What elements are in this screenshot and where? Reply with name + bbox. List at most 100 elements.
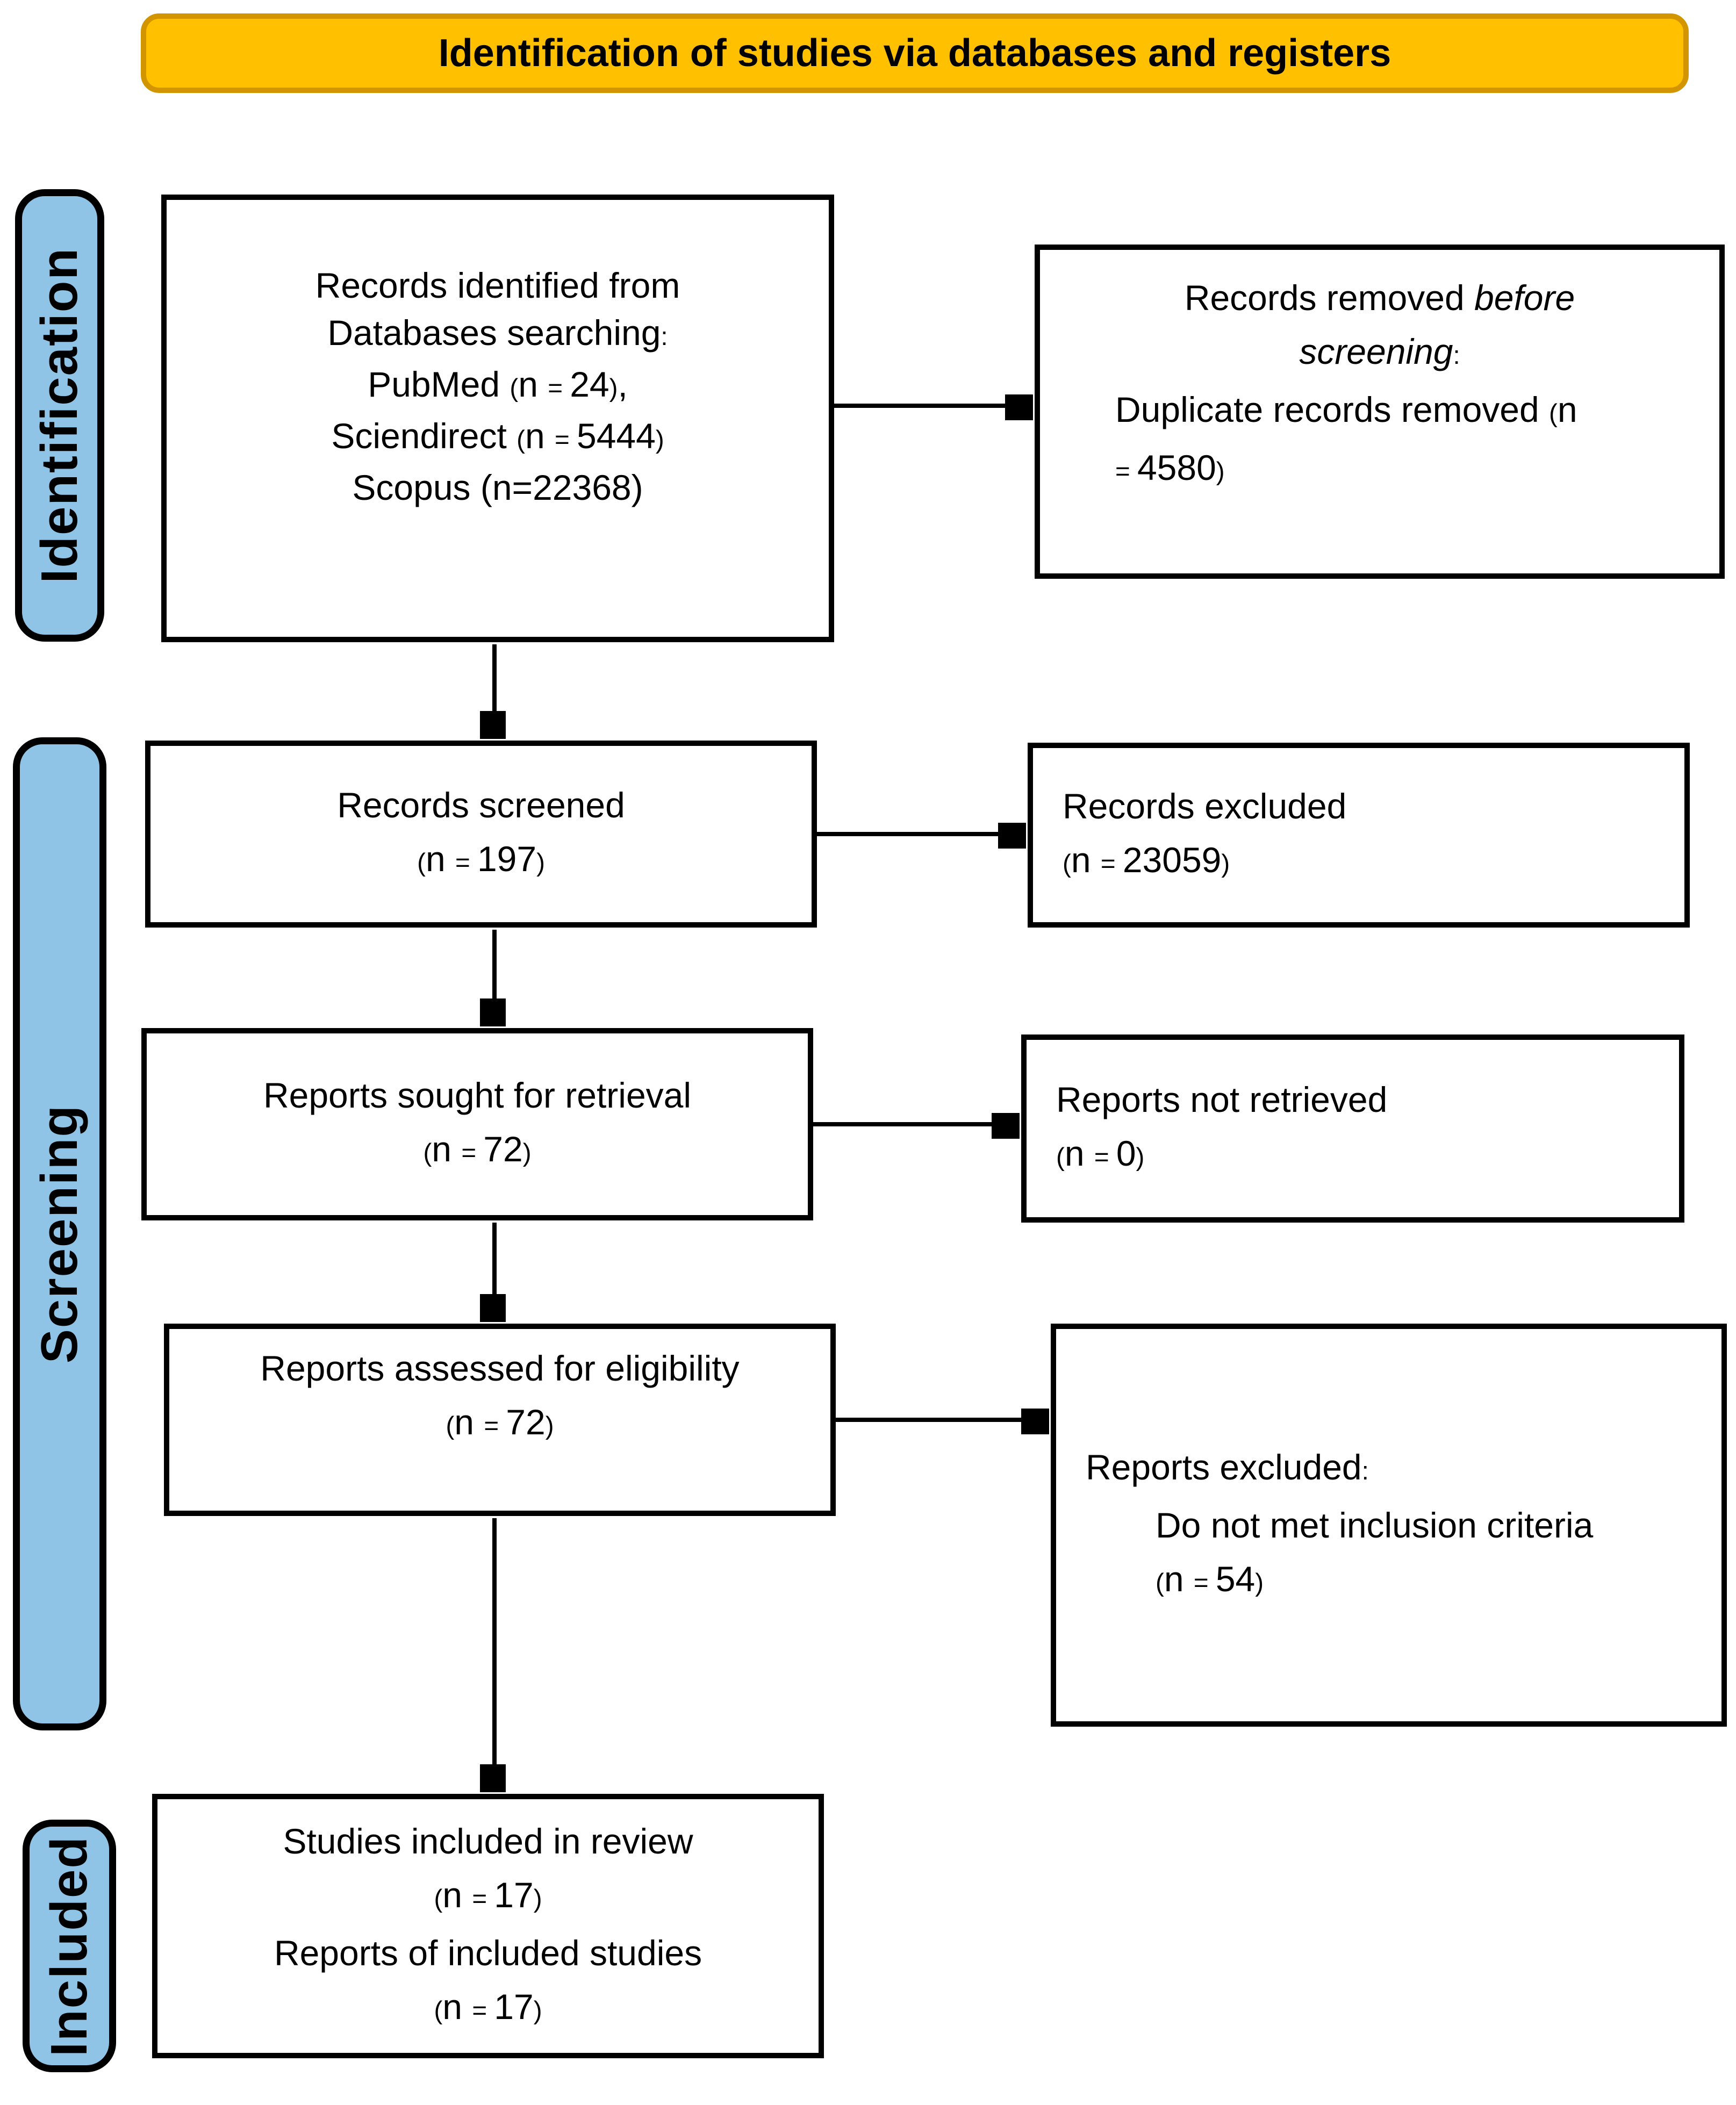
text-segment: n [1164, 1559, 1194, 1599]
text-segment: : [1361, 1457, 1369, 1485]
box-line: (n = 72) [169, 1395, 830, 1453]
text-segment: Records identified from [315, 265, 680, 305]
studies-included-in-review-box: Studies included in review (n = 17) Report… [152, 1794, 824, 2058]
box-line: Reports excluded: [1086, 1440, 1705, 1498]
text-segment: Scopus (n=22368) [352, 467, 643, 507]
sidebar-label: Screening [31, 1104, 88, 1364]
text-segment: Sciendirect [331, 415, 517, 456]
box-line: Scopus (n=22368) [167, 464, 829, 511]
title-banner: Identification of studies via databases … [141, 13, 1689, 93]
text-segment: Do not met inclusion criteria [1156, 1505, 1594, 1545]
title-text: Identification of studies via databases … [438, 32, 1391, 75]
text-segment: Records excluded [1063, 786, 1347, 826]
box-line: Records identified from [167, 262, 829, 309]
box-line: (n = 17) [157, 1980, 819, 2038]
box-line: Do not met inclusion criteria [1086, 1498, 1705, 1552]
box-line: (n = 17) [157, 1868, 819, 1926]
records-excluded-box: Records excluded (n = 23059) [1028, 743, 1690, 928]
reports-not-retrieved-box: Reports not retrieved(n = 0) [1021, 1034, 1684, 1223]
text-segment: screening [1299, 332, 1453, 371]
text-segment: = [1100, 850, 1123, 878]
text-segment: ( [423, 1139, 432, 1167]
text-segment: , [618, 364, 628, 404]
text-segment: = [548, 373, 570, 403]
text-segment: ( [1549, 399, 1558, 428]
text-segment: n [425, 839, 455, 879]
text-segment: ( [510, 373, 519, 403]
text-segment: 197 [477, 839, 537, 879]
text-segment: ( [517, 425, 525, 454]
box-line: Reports of included studies [157, 1926, 819, 1980]
text-segment: ( [434, 1885, 443, 1913]
box-line: Sciendirect (n = 5444) [167, 412, 829, 464]
text-segment: ) [1136, 1143, 1145, 1172]
text-segment: Reports not retrieved [1056, 1080, 1388, 1119]
text-segment: 0 [1116, 1133, 1136, 1173]
text-segment: n [525, 415, 555, 456]
text-segment: 17 [494, 1875, 534, 1915]
text-segment: Records removed [1184, 278, 1475, 318]
text-segment: 72 [483, 1129, 523, 1169]
text-segment: Reports excluded [1086, 1447, 1362, 1487]
text-segment: Databases searching [327, 312, 661, 353]
box-line: Reports assessed for eligibility [169, 1341, 830, 1395]
text-segment: 4580 [1137, 448, 1216, 487]
text-segment: Reports sought for retrieval [263, 1075, 692, 1115]
box-line: (n = 197) [150, 832, 812, 890]
text-segment: n [1064, 1133, 1094, 1173]
sidebar-stage-screening: Screening [13, 737, 106, 1730]
text-segment: ) [1216, 457, 1225, 486]
text-segment: n [518, 364, 548, 404]
text-segment: ( [446, 1412, 455, 1440]
text-segment: : [1453, 341, 1460, 370]
text-segment: 17 [494, 1987, 534, 2027]
text-segment: n [1071, 840, 1101, 880]
text-segment: ( [1056, 1143, 1065, 1172]
sidebar-stage-identification: Identification [15, 189, 104, 642]
box-line: Records screened [150, 778, 812, 832]
box-line: Databases searching: [167, 309, 829, 361]
text-segment: = [1193, 1569, 1216, 1597]
text-segment: Reports assessed for eligibility [260, 1348, 740, 1388]
box-line: (n = 72) [147, 1122, 808, 1180]
box-line: Records excluded [1063, 779, 1684, 833]
box-line: Reports sought for retrieval [147, 1068, 808, 1122]
text-segment: 5444 [577, 415, 656, 456]
sidebar-label: Identification [31, 247, 88, 584]
reports-assessed-for-eligibility-box: Reports assessed for eligibility (n = 72) [164, 1324, 836, 1516]
text-segment: ) [655, 425, 664, 454]
text-segment: n [432, 1129, 462, 1169]
text-segment: ) [533, 1996, 542, 2025]
sidebar-stage-included: Included [23, 1820, 116, 2072]
text-segment: Reports of included studies [274, 1933, 702, 1973]
text-segment: ) [533, 1885, 542, 1913]
text-segment: = [1115, 457, 1137, 486]
box-line: Records removed before [1115, 271, 1644, 325]
text-segment: 23059 [1122, 840, 1222, 880]
text-segment: 72 [506, 1402, 546, 1442]
box-line: Studies included in review [157, 1814, 819, 1868]
text-segment: Studies included in review [283, 1821, 693, 1861]
box-line: screening: [1115, 325, 1644, 383]
text-segment: PubMed [368, 364, 510, 404]
text-segment: ( [1063, 850, 1071, 878]
box-line: Duplicate records removed (n [1115, 383, 1644, 441]
text-segment: = [484, 1412, 506, 1440]
text-segment: ( [434, 1996, 443, 2025]
box-line: PubMed (n = 24), [167, 361, 829, 412]
text-segment: ) [1221, 850, 1230, 878]
text-segment: n [442, 1987, 472, 2027]
text-segment: = [461, 1139, 484, 1167]
text-segment: ) [522, 1139, 532, 1167]
text-segment: : [661, 322, 668, 351]
text-segment: Duplicate records removed [1115, 390, 1550, 429]
text-segment: before [1474, 278, 1575, 318]
text-segment: ( [417, 849, 426, 877]
text-segment: = [455, 849, 477, 877]
text-segment: ) [536, 849, 545, 877]
text-segment: 24 [570, 364, 609, 404]
text-segment: n [1557, 390, 1577, 429]
text-segment: = [555, 425, 577, 454]
